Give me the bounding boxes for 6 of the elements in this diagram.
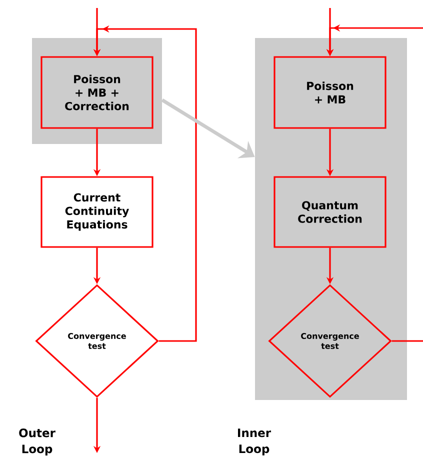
process-box: Poisson + MB: [274, 56, 386, 129]
process-box: Current Continuity Equations: [40, 176, 154, 248]
loop-label: Inner Loop: [238, 428, 272, 456]
loop-label: Outer Loop: [19, 428, 56, 456]
process-box: Quantum Correction: [274, 176, 386, 248]
process-box: Poisson + MB + Correction: [40, 56, 154, 129]
